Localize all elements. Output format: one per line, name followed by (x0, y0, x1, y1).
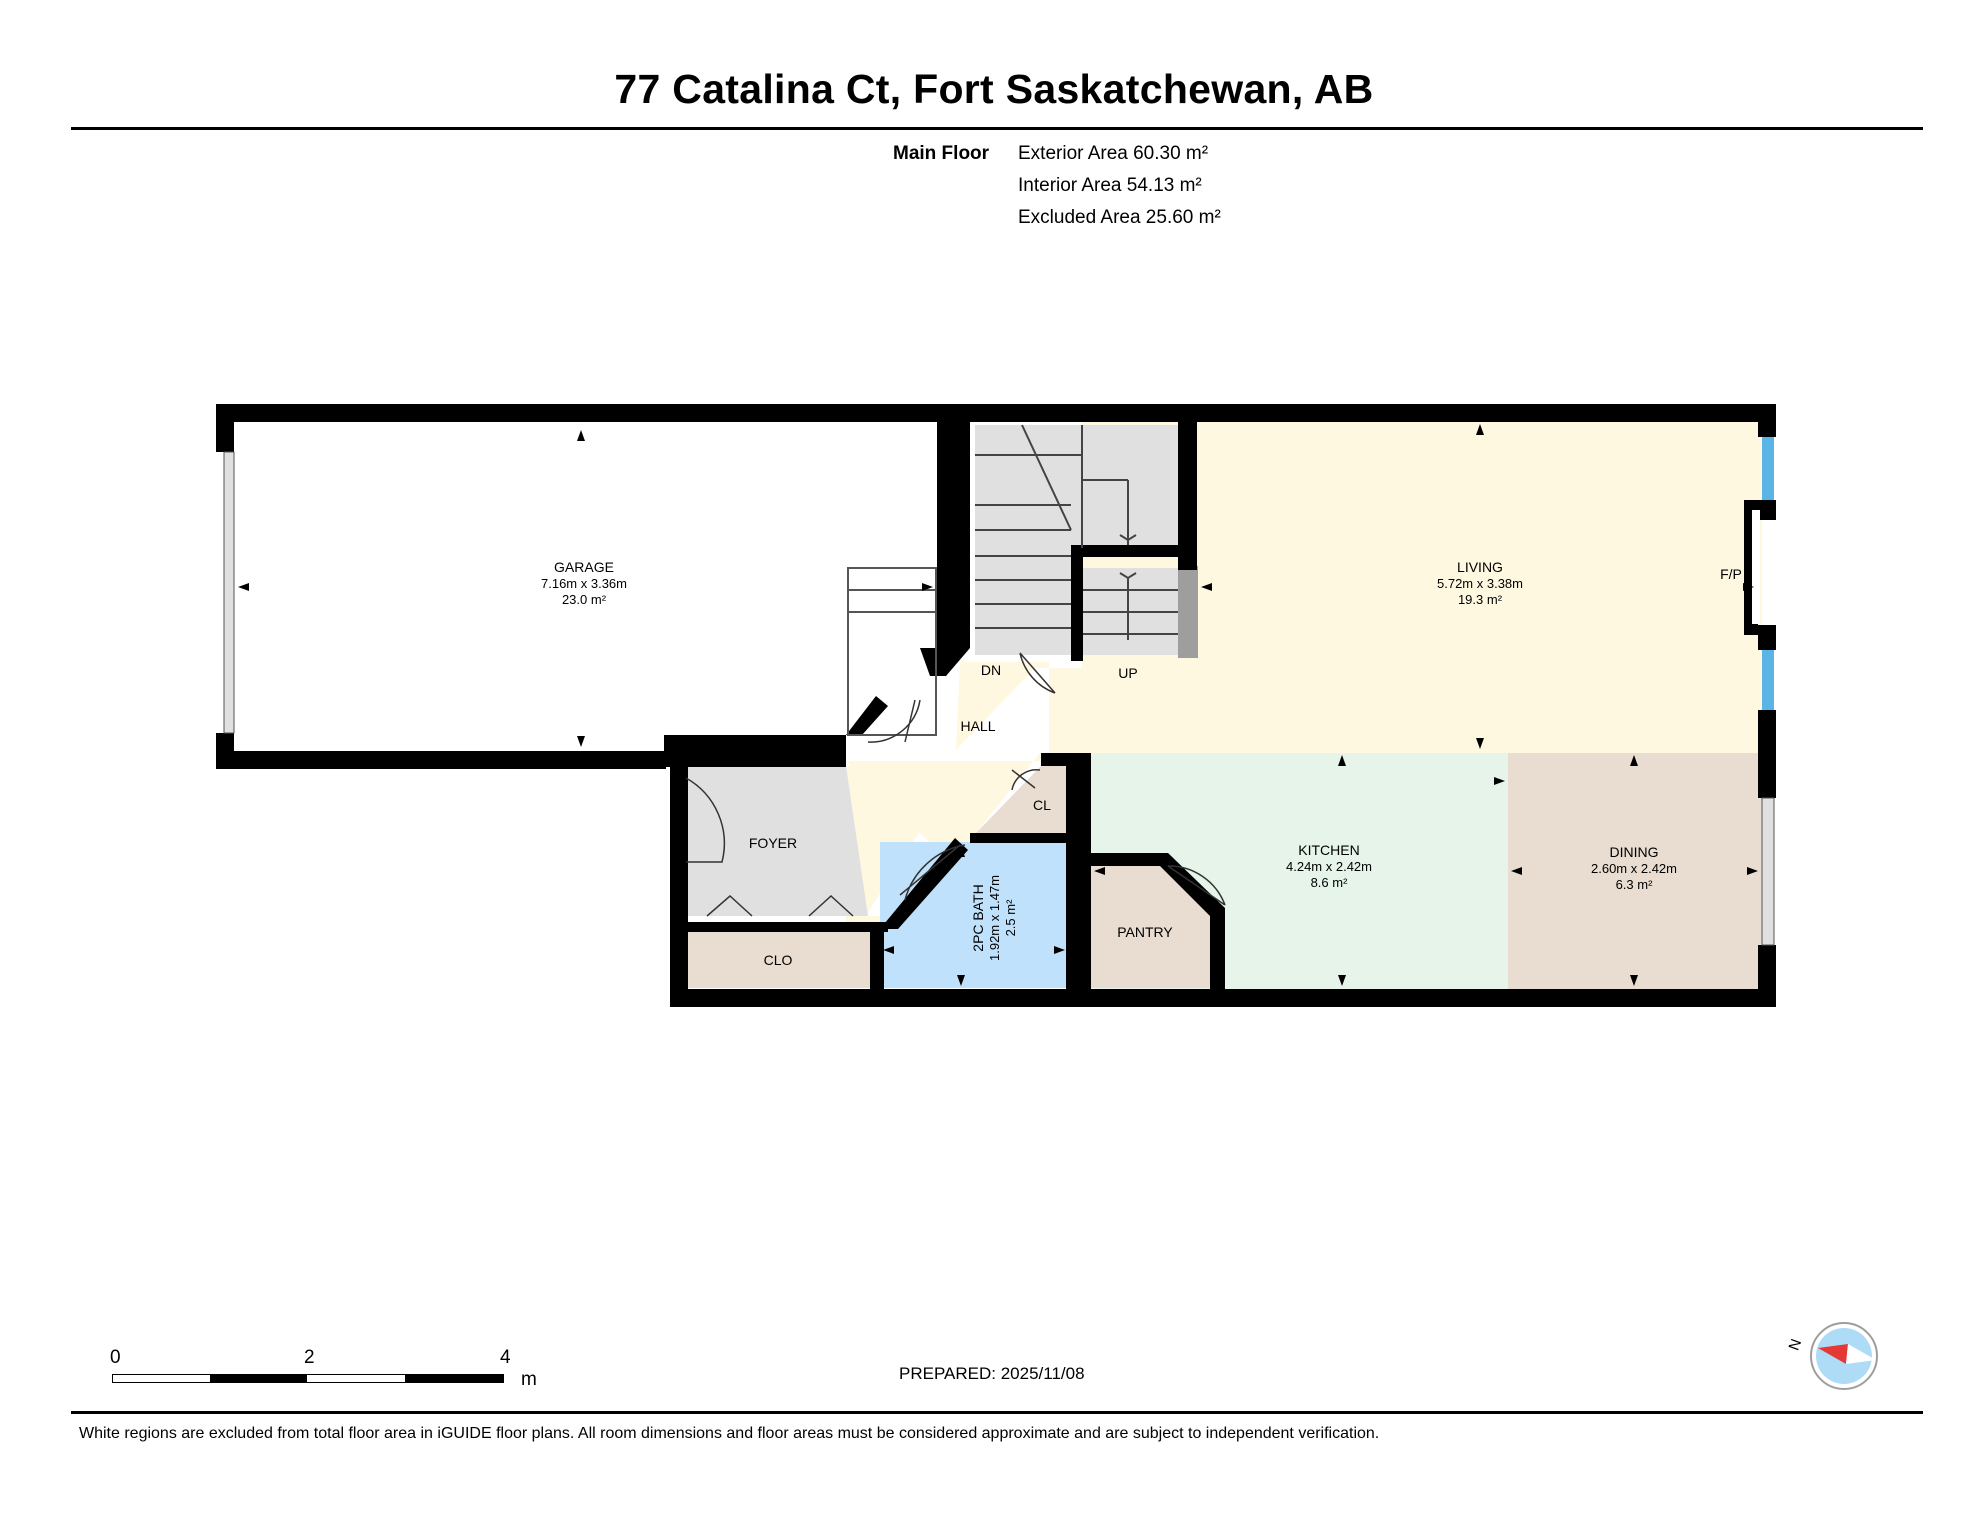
kitchen-name: KITCHEN (1298, 842, 1359, 858)
kitchen-dims: 4.24m x 2.42m (1286, 859, 1372, 874)
footer-rule (71, 1411, 1923, 1414)
hall-label: HALL (960, 718, 995, 734)
foyer-fill (686, 766, 868, 916)
dining-name: DINING (1610, 844, 1659, 860)
page-title: 77 Catalina Ct, Fort Saskatchewan, AB (614, 66, 1374, 112)
stair-post (1178, 566, 1198, 658)
stairs-lower-fill (975, 530, 1071, 655)
scale-tick-0: 0 (110, 1347, 121, 1368)
cl-fill (976, 766, 1066, 833)
excluded-area: Excluded Area 25.60 m² (1018, 207, 1221, 228)
cl-label: CL (1033, 797, 1051, 813)
patio-door (1761, 797, 1775, 946)
scale-bar-seg-2 (405, 1375, 503, 1382)
dining-area: 6.3 m² (1616, 877, 1654, 892)
exterior-area: Exterior Area 60.30 m² (1018, 143, 1209, 164)
dimension-arrows (238, 424, 1758, 986)
fireplace-insert (1752, 510, 1760, 624)
pantry-label: PANTRY (1117, 924, 1173, 940)
window-1 (1762, 437, 1774, 500)
kitchen-area: 8.6 m² (1311, 875, 1349, 890)
garage-steps (847, 567, 937, 736)
bath-name: 2PC BATH (970, 884, 986, 951)
living-fill (1195, 420, 1762, 753)
garage-door (223, 451, 235, 734)
stairs-down-label: DN (981, 662, 1001, 678)
clo-fill (688, 932, 870, 988)
bath-fill (880, 842, 1068, 988)
footnote: White regions are excluded from total fl… (79, 1425, 1380, 1442)
fireplace-label: F/P (1720, 566, 1742, 582)
living-area: 19.3 m² (1458, 592, 1503, 607)
prepared-date: PREPARED: 2025/11/08 (899, 1364, 1085, 1383)
garage-dims: 7.16m x 3.36m (541, 576, 627, 591)
bath-dims: 1.92m x 1.47m (987, 875, 1002, 961)
pantry-fill (1091, 866, 1210, 988)
scale-unit: m (521, 1369, 537, 1390)
scale-bar (112, 1374, 504, 1383)
garage-area: 23.0 m² (562, 592, 607, 607)
dining-dims: 2.60m x 2.42m (1591, 861, 1677, 876)
window-2 (1762, 650, 1774, 710)
garage-name: GARAGE (554, 559, 614, 575)
bath-label-group: 2PC BATH 1.92m x 1.47m 2.5 m² (970, 875, 1018, 961)
foyer-label: FOYER (749, 835, 797, 851)
living-dims: 5.72m x 3.38m (1437, 576, 1523, 591)
interior-area: Interior Area 54.13 m² (1018, 175, 1202, 196)
scale-bar-seg-1 (210, 1375, 307, 1382)
header-rule (71, 127, 1923, 130)
dining-fill (1508, 753, 1762, 989)
compass-icon: N (1786, 1322, 1878, 1390)
scale-tick-2: 2 (304, 1347, 315, 1368)
door-swings (685, 652, 1226, 917)
walls (216, 404, 1776, 1007)
stair-treads (975, 424, 1178, 640)
living-name: LIVING (1457, 559, 1503, 575)
clo-label: CLO (764, 952, 793, 968)
floor-label: Main Floor (893, 143, 990, 164)
stairs-upper-fill (975, 425, 1178, 549)
bath-area: 2.5 m² (1003, 899, 1018, 937)
compass-n: N (1786, 1337, 1806, 1353)
stairs-up-label: UP (1118, 665, 1137, 681)
scale-tick-4: 4 (500, 1347, 511, 1368)
